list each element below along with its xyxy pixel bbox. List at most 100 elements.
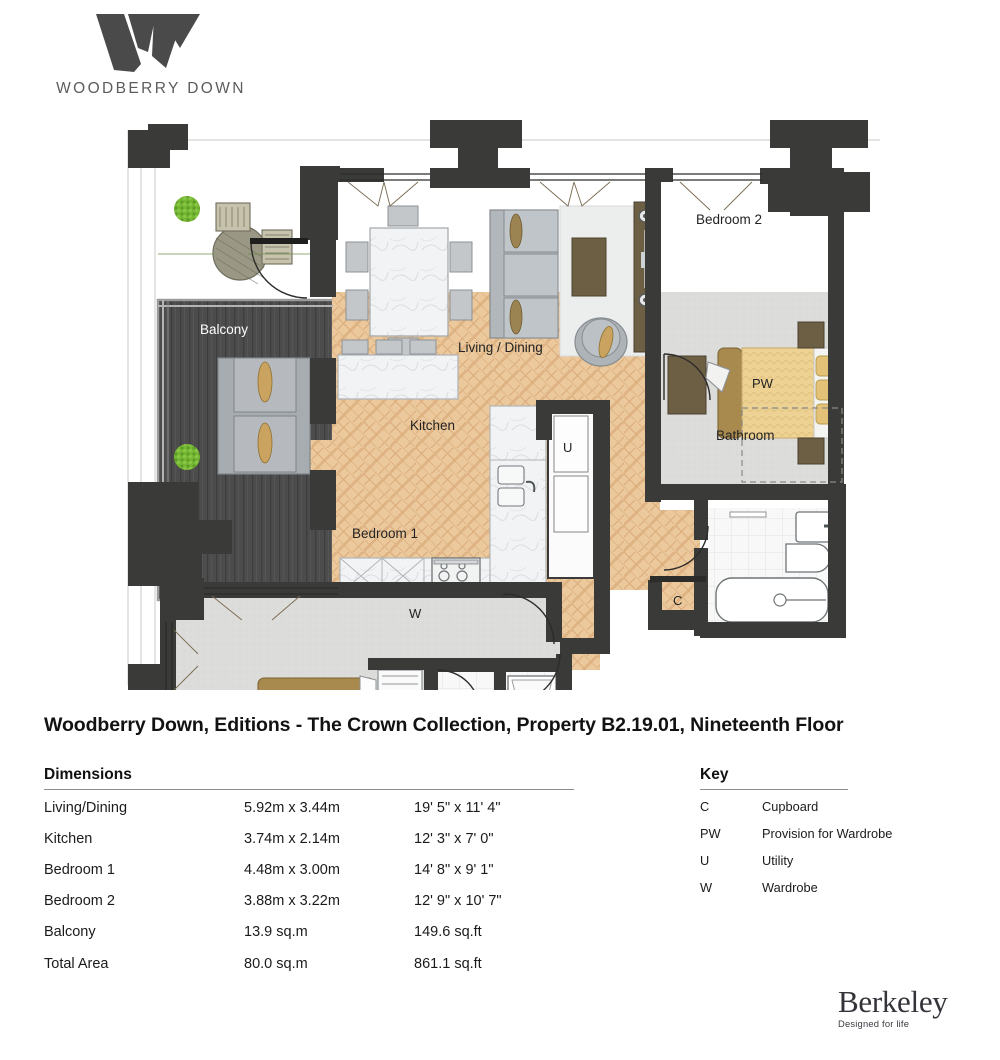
key-code: PW bbox=[700, 826, 721, 841]
bed bbox=[741, 347, 815, 439]
code-label-pw: PW bbox=[752, 376, 774, 391]
desk-chair bbox=[705, 361, 731, 393]
extension-guidelines bbox=[127, 130, 880, 685]
sink-icon bbox=[497, 465, 525, 485]
dimension-metric: 80.0 sq.m bbox=[244, 955, 308, 972]
table-row: Total Area 80.0 sq.m 861.1 sq.ft bbox=[44, 948, 574, 979]
dimension-metric: 3.74m x 2.14m bbox=[244, 830, 340, 847]
bed-headboard bbox=[717, 347, 743, 439]
coffee-table bbox=[571, 237, 607, 297]
list-item: C Cupboard bbox=[700, 793, 960, 820]
code-label-utility: U bbox=[563, 440, 572, 455]
dining-chair bbox=[449, 241, 473, 273]
dimension-room: Living/Dining bbox=[44, 799, 128, 816]
bedside-table bbox=[797, 437, 825, 465]
doors bbox=[250, 238, 711, 690]
bar-stool bbox=[375, 339, 403, 355]
dimensions-section: Dimensions Living/Dining 5.92m x 3.44m 1… bbox=[44, 766, 574, 979]
pw-zone bbox=[741, 407, 843, 483]
tap-icon bbox=[525, 480, 536, 493]
table-row: Living/Dining 5.92m x 3.44m 19' 5" x 11'… bbox=[44, 792, 574, 823]
kitchen-island bbox=[337, 354, 459, 400]
dining-chair bbox=[345, 241, 369, 273]
dimensions-rule bbox=[44, 789, 574, 790]
cushion bbox=[509, 299, 523, 335]
dining-chair bbox=[449, 289, 473, 321]
key-table: C Cupboard PW Provision for Wardrobe U U… bbox=[700, 793, 960, 901]
key-meaning: Wardrobe bbox=[762, 880, 818, 895]
key-code: U bbox=[700, 853, 710, 868]
dimension-imperial: 861.1 sq.ft bbox=[414, 955, 482, 972]
dining-chair bbox=[345, 289, 369, 321]
dimension-metric: 4.48m x 3.00m bbox=[244, 861, 340, 878]
walls bbox=[128, 120, 870, 690]
dimension-metric: 5.92m x 3.44m bbox=[244, 799, 340, 816]
key-code: W bbox=[700, 880, 713, 895]
outdoor-chair bbox=[215, 202, 251, 232]
key-meaning: Utility bbox=[762, 853, 794, 868]
dimension-room: Kitchen bbox=[44, 830, 93, 847]
list-item: U Utility bbox=[700, 847, 960, 874]
brand-wordmark: WOODBERRY DOWN bbox=[56, 80, 246, 97]
dimension-room: Bedroom 2 bbox=[44, 893, 115, 910]
dimensions-heading: Dimensions bbox=[44, 766, 132, 783]
windows bbox=[165, 173, 762, 690]
dimension-room: Total Area bbox=[44, 955, 109, 972]
brand-logo: WOODBERRY DOWN bbox=[36, 8, 266, 108]
dining-chair bbox=[387, 205, 419, 227]
cushion bbox=[598, 326, 614, 358]
room-label-bathroom: Bathroom bbox=[716, 428, 775, 443]
developer-logo: Berkeley Designed for life bbox=[838, 986, 958, 1042]
key-meaning: Provision for Wardrobe bbox=[762, 826, 893, 841]
table-row: Balcony 13.9 sq.m 149.6 sq.ft bbox=[44, 917, 574, 948]
list-item: PW Provision for Wardrobe bbox=[700, 820, 960, 847]
bar-stool bbox=[409, 339, 437, 355]
cushion bbox=[509, 213, 523, 249]
planter-icon bbox=[174, 444, 200, 470]
room-label-bedroom-2: Bedroom 2 bbox=[696, 212, 762, 227]
bar-stool bbox=[341, 339, 369, 355]
room-label-living-dining: Living / Dining bbox=[458, 340, 543, 355]
table-row: Bedroom 1 4.48m x 3.00m 14' 8" x 9' 1" bbox=[44, 854, 574, 885]
key-heading: Key bbox=[700, 766, 729, 783]
bedroom-2-furniture bbox=[667, 321, 835, 465]
list-item: W Wardrobe bbox=[700, 874, 960, 901]
page-title: Woodberry Down, Editions - The Crown Col… bbox=[44, 714, 844, 736]
dimension-imperial: 149.6 sq.ft bbox=[414, 924, 482, 941]
room-label-balcony: Balcony bbox=[200, 322, 248, 337]
appliance bbox=[553, 415, 589, 473]
dimension-imperial: 12' 9" x 10' 7" bbox=[414, 893, 502, 910]
cushion bbox=[257, 361, 273, 403]
key-meaning: Cupboard bbox=[762, 799, 819, 814]
key-code: C bbox=[700, 799, 710, 814]
cushion bbox=[257, 422, 273, 464]
table-row: Kitchen 3.74m x 2.14m 12' 3" x 7' 0" bbox=[44, 823, 574, 854]
dimension-room: Balcony bbox=[44, 924, 96, 941]
dimension-metric: 13.9 sq.m bbox=[244, 924, 308, 941]
dimension-room: Bedroom 1 bbox=[44, 861, 115, 878]
bed-headboard bbox=[257, 677, 375, 690]
developer-name: Berkeley bbox=[838, 984, 948, 1019]
developer-tagline: Designed for life bbox=[838, 1018, 910, 1029]
dimension-imperial: 19' 5" x 11' 4" bbox=[414, 799, 501, 816]
wc-icon bbox=[785, 543, 831, 573]
room-label-kitchen: Kitchen bbox=[410, 418, 455, 433]
dining-table bbox=[369, 227, 449, 337]
dimension-imperial: 12' 3" x 7' 0" bbox=[414, 830, 494, 847]
dimension-imperial: 14' 8" x 9' 1" bbox=[414, 861, 494, 878]
balcony-furniture bbox=[158, 196, 333, 600]
code-label-wardrobe: W bbox=[409, 606, 422, 621]
code-label-cupboard: C bbox=[673, 593, 682, 608]
bedside-table bbox=[797, 321, 825, 349]
towel-rail-icon bbox=[729, 511, 767, 518]
window-swings bbox=[173, 181, 753, 690]
key-rule bbox=[700, 789, 848, 790]
dimension-metric: 3.88m x 3.22m bbox=[244, 893, 340, 910]
key-section: Key C Cupboard PW Provision for Wardrobe… bbox=[700, 766, 960, 901]
room-label-bedroom-1: Bedroom 1 bbox=[352, 526, 418, 541]
wardrobe-unit bbox=[377, 669, 423, 690]
table-row: Bedroom 2 3.88m x 3.22m 12' 9" x 10' 7" bbox=[44, 886, 574, 917]
desk bbox=[667, 355, 707, 415]
w-monogram-icon bbox=[96, 14, 200, 72]
floorplan-drawing: Balcony Living / Dining Kitchen Bedroom … bbox=[0, 110, 1000, 690]
